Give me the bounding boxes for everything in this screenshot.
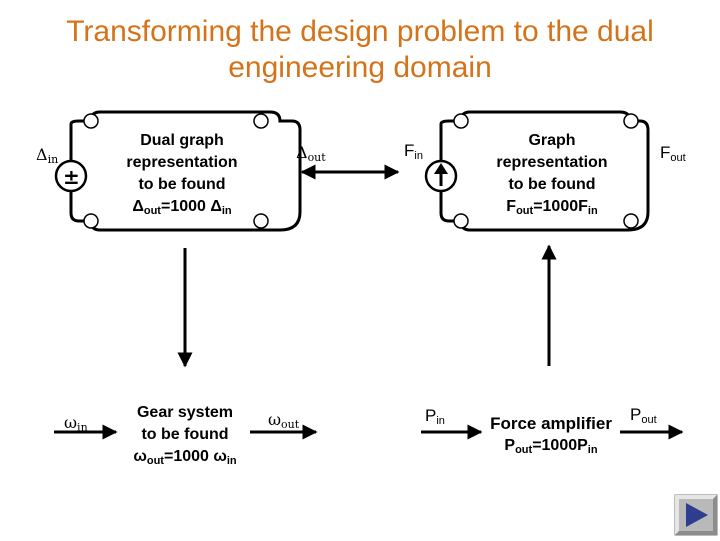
dual-graph-equation: Δout=1000 Δin bbox=[132, 198, 232, 217]
graph-line-1: Graph bbox=[528, 132, 576, 149]
gear-line-1: Gear system bbox=[136, 404, 234, 421]
gear-in-label: ωin bbox=[64, 413, 88, 434]
graph-equation: Fout=1000Fin bbox=[506, 198, 598, 217]
title-line-1: Transforming the design problem to the d… bbox=[66, 15, 654, 48]
gear-out-label: ωout bbox=[268, 410, 300, 431]
gear-line-2: to be found bbox=[141, 426, 229, 443]
dual-graph-line-2: representation bbox=[126, 154, 238, 171]
slide-title: Transforming the design problem to the d… bbox=[0, 14, 720, 86]
dual-graph-node-right-bottom bbox=[253, 213, 269, 229]
graph-node-right-top bbox=[623, 113, 639, 129]
amplifier-equation: Pout=1000Pin bbox=[504, 437, 598, 456]
amplifier-in-label: Pin bbox=[425, 406, 445, 427]
graph-block: Graph representation to be found Fout=10… bbox=[474, 130, 630, 218]
graph-in-label: Fin bbox=[404, 141, 423, 162]
play-next-icon bbox=[674, 494, 718, 536]
graph-out-label: Fout bbox=[660, 143, 686, 164]
graph-line-3: to be found bbox=[508, 176, 596, 193]
dual-graph-source-circle bbox=[54, 159, 88, 193]
up-arrow-icon bbox=[434, 163, 448, 186]
gear-block: Gear system to be found ωout=1000 ωin bbox=[110, 402, 260, 468]
amplifier-line-1: Force amplifier bbox=[490, 414, 612, 433]
dual-graph-line-1: Dual graph bbox=[140, 132, 224, 149]
dual-graph-out-label: Δout bbox=[296, 143, 326, 164]
dual-graph-node-left-top bbox=[83, 113, 99, 129]
dual-graph-node-right-top bbox=[253, 113, 269, 129]
amplifier-out-label: Pout bbox=[630, 405, 657, 426]
graph-node-right-bottom bbox=[623, 213, 639, 229]
gear-equation: ωout=1000 ωin bbox=[133, 448, 237, 467]
next-slide-button[interactable] bbox=[674, 494, 718, 536]
dual-graph-node-left-bottom bbox=[83, 213, 99, 229]
dual-graph-in-label: Δin bbox=[36, 145, 59, 166]
graph-node-left-bottom bbox=[453, 213, 469, 229]
dual-graph-block: Dual graph representation to be found Δo… bbox=[104, 130, 260, 218]
title-line-2: engineering domain bbox=[228, 51, 492, 84]
dual-graph-source-symbol: ± bbox=[63, 165, 80, 189]
graph-node-left-top bbox=[453, 113, 469, 129]
amplifier-block: Force amplifier Pout=1000Pin bbox=[480, 413, 622, 457]
graph-line-2: representation bbox=[496, 154, 608, 171]
dual-graph-line-3: to be found bbox=[138, 176, 226, 193]
